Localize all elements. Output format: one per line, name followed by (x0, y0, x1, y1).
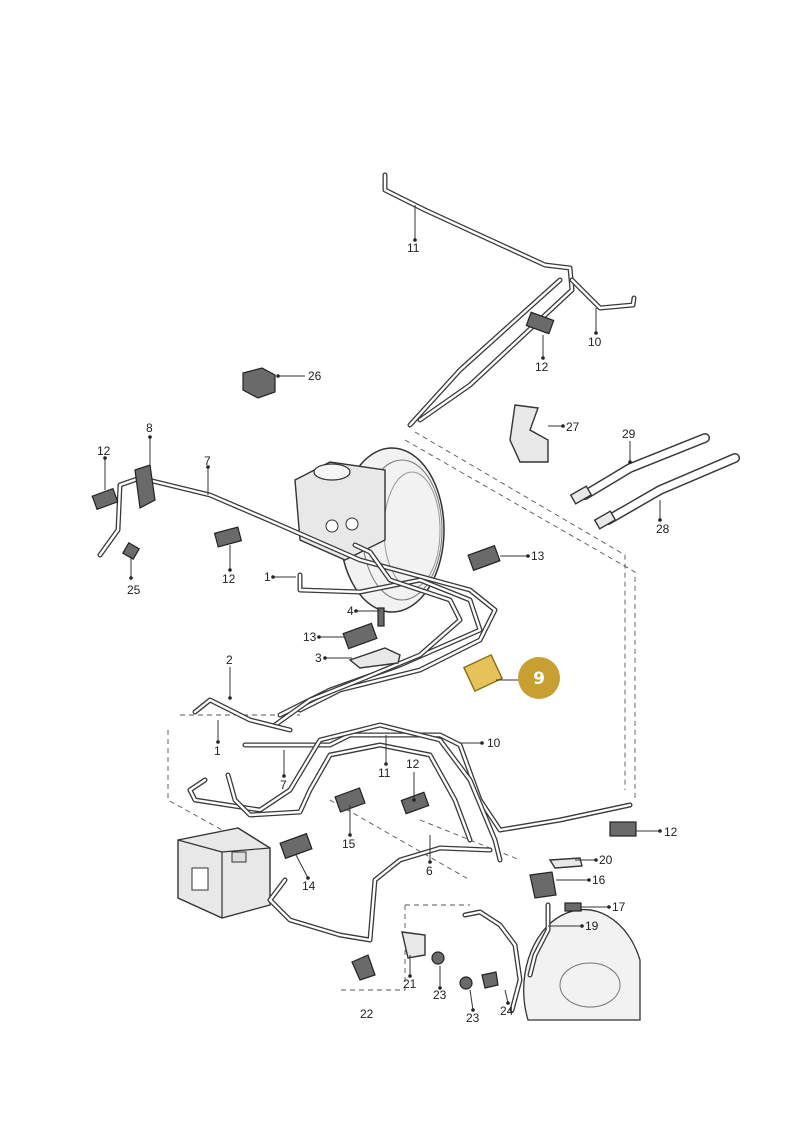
parts (91, 311, 637, 990)
bracket-27 (509, 404, 549, 463)
highlight-badge-label: 9 (533, 669, 545, 689)
callout-27: 27 (566, 420, 580, 434)
callout-23-right: 23 (466, 1011, 480, 1025)
callout-2: 2 (226, 653, 233, 667)
bracket-16 (529, 871, 557, 899)
clip-12-top (525, 311, 555, 335)
clip-13-b (342, 622, 378, 650)
brake-disc (523, 908, 641, 1021)
callout-20: 20 (599, 853, 613, 867)
callout-1-top: 1 (264, 570, 271, 584)
leader-dots (103, 238, 662, 1012)
brake-pipes (97, 172, 637, 943)
callout-12-left: 12 (97, 444, 111, 458)
bracket-21 (401, 931, 426, 959)
clip-14 (279, 832, 313, 860)
callout-12-lower: 12 (406, 757, 420, 771)
callout-16: 16 (592, 873, 606, 887)
callout-12-top: 12 (535, 360, 549, 374)
wheel-speed-sensor-cable (462, 902, 551, 1013)
callout-7-top: 7 (204, 454, 211, 468)
clip-12-left (91, 487, 119, 511)
callout-labels: 11 10 12 26 27 29 8 12 7 28 13 12 25 1 4… (97, 241, 678, 1025)
bracket-3 (348, 647, 401, 669)
sensor-22 (351, 954, 376, 981)
callout-11-top: 11 (407, 241, 420, 255)
clip-15 (334, 787, 366, 813)
callout-4: 4 (347, 604, 354, 618)
grommet-8 (134, 464, 156, 509)
callout-10-lower: 10 (487, 736, 501, 750)
callout-15: 15 (342, 837, 356, 851)
bolt-17 (564, 902, 582, 912)
callout-12-mid: 12 (222, 572, 236, 586)
clip-12-mid (213, 526, 243, 548)
callout-23-left: 23 (433, 988, 447, 1002)
highlight-badge-circle (518, 657, 560, 699)
abs-unit (177, 827, 271, 919)
callout-17: 17 (612, 900, 626, 914)
callout-25: 25 (127, 583, 141, 597)
callout-24: 24 (500, 1004, 514, 1018)
brake-booster (294, 447, 445, 613)
clip-20 (548, 857, 583, 869)
clip-12-right (609, 821, 637, 837)
brake-hoses (569, 433, 740, 530)
highlighted-part-9 (462, 653, 504, 693)
holder-26 (242, 367, 276, 399)
callout-3: 3 (315, 651, 322, 665)
clip-13-a (467, 544, 501, 572)
bolt-23-a (431, 951, 445, 965)
callout-26: 26 (308, 369, 322, 383)
callout-8: 8 (146, 421, 153, 435)
callout-14: 14 (302, 879, 316, 893)
callout-1-lower: 1 (214, 744, 221, 758)
callout-21: 21 (403, 977, 417, 991)
leader-lines (104, 205, 661, 1011)
callout-6: 6 (426, 864, 433, 878)
callout-19: 19 (585, 919, 599, 933)
bolt-4 (377, 607, 385, 627)
highlight-badge: 9 (518, 657, 560, 699)
callout-28: 28 (656, 522, 670, 536)
callout-22: 22 (360, 1007, 374, 1021)
callout-12-right: 12 (664, 825, 678, 839)
clip-12-lower (400, 791, 430, 815)
callout-11-lower: 11 (378, 766, 391, 780)
callout-29: 29 (622, 427, 636, 441)
callout-13-right: 13 (531, 549, 545, 563)
bracket-24 (481, 971, 499, 989)
callout-13-left: 13 (303, 630, 317, 644)
plug-25 (121, 541, 141, 561)
callout-10-top: 10 (588, 335, 602, 349)
callout-7-lower: 7 (280, 778, 287, 792)
bolt-23-b (459, 976, 473, 990)
